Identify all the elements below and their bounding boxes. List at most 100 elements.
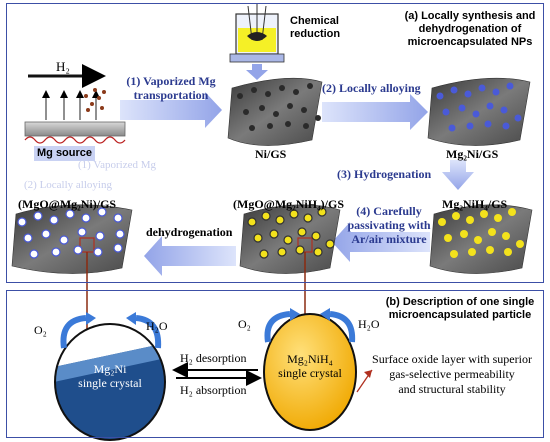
mgo-mg2ni-particle bbox=[23, 233, 33, 243]
mg2ni-gs-label: Mg₂Ni/GS bbox=[446, 147, 499, 161]
mg2nih4-particle bbox=[488, 228, 496, 236]
mg2nih4-particle bbox=[466, 216, 474, 224]
mg2ni-particle bbox=[458, 104, 466, 112]
mg2nih4-particle bbox=[450, 250, 458, 258]
mg-vapor-dot bbox=[102, 90, 106, 94]
mg2nih4-particle bbox=[444, 234, 452, 242]
chemical-reduction-label: Chemical reduction bbox=[290, 15, 341, 40]
mgo-mg2nih4-particle bbox=[325, 239, 335, 249]
mg2nih4-particle bbox=[438, 218, 446, 226]
mg2ni-particle bbox=[492, 88, 500, 96]
mgo-mg2ni-particle bbox=[93, 247, 103, 257]
panel-b-title: (b) Description of one single microencap… bbox=[385, 296, 535, 321]
mg2nih4-crystal-label: Mg₂NiH₄ single crystal bbox=[278, 352, 342, 380]
mgo-mg2nih4-particle bbox=[283, 235, 293, 245]
step4-arrow bbox=[332, 222, 430, 262]
panel-b-frame bbox=[6, 290, 544, 438]
mgo-mg2ni-particle bbox=[29, 249, 39, 259]
step2-label: (2) Locally alloying bbox=[322, 81, 421, 95]
ni-particle bbox=[315, 115, 321, 121]
ni-particle bbox=[287, 103, 293, 109]
ghost-step1-label: (1) Vaporized Mg bbox=[78, 159, 156, 171]
mgo-mg2nih4-particle bbox=[259, 249, 269, 259]
mg2ni-particle bbox=[436, 92, 444, 100]
step4-label: (4) Carefully passivating with Ar/air mi… bbox=[347, 204, 431, 246]
mg2ni-particle bbox=[500, 106, 508, 114]
h2o-right-label: H₂O bbox=[358, 317, 380, 331]
mg2nih4-particle bbox=[516, 240, 524, 248]
ghost-step2-label: (2) Locally alloying bbox=[24, 179, 112, 191]
mgo-mg2nih4-particle bbox=[297, 227, 307, 237]
dehydrogenation-arrow bbox=[144, 236, 236, 276]
panel-a-frame bbox=[6, 3, 544, 283]
mg2nih4-particle bbox=[504, 248, 512, 256]
mg2nih4-particle bbox=[468, 248, 476, 256]
ni-particle bbox=[301, 107, 307, 113]
mg2ni-particle bbox=[486, 102, 494, 110]
mg2ni-particle bbox=[472, 110, 480, 118]
mgo-mg2ni-particle bbox=[81, 213, 91, 223]
mgo-mg2nih4-particle bbox=[313, 247, 323, 257]
mg-vapor-dot bbox=[84, 94, 88, 98]
o2-right-label: O₂ bbox=[238, 317, 251, 331]
mgo-mg2ni-particle bbox=[41, 229, 51, 239]
mg-vapor-dot bbox=[86, 108, 90, 112]
mg2nih4-particle bbox=[480, 210, 488, 218]
mg2nih4-particle bbox=[452, 212, 460, 220]
ni-particle bbox=[259, 105, 265, 111]
mgo-mg2nih4-particle bbox=[261, 211, 271, 221]
mg2nih4-gs-label: Mg₂NiH₄/GS bbox=[442, 197, 508, 211]
mgo-mg2ni-particle bbox=[59, 235, 69, 245]
mg-source-plate bbox=[24, 121, 126, 137]
mgo-mg2ni-particle bbox=[97, 207, 107, 217]
mgo-mg2ni-particle bbox=[113, 243, 123, 253]
o2-curved-arrow bbox=[60, 315, 87, 349]
sheet-mgo-mg2ni-gs bbox=[11, 204, 133, 274]
ni-particle bbox=[279, 85, 285, 91]
mgo-mg2ni-particle bbox=[65, 209, 75, 219]
mg2ni-particle bbox=[450, 86, 458, 94]
mg-source-apparatus bbox=[24, 64, 126, 144]
mg2nih4-particle bbox=[460, 230, 468, 238]
panel-a-title: (a) Locally synthesis and dehydrogenatio… bbox=[404, 10, 536, 48]
mgo-mg2ni-particle bbox=[95, 231, 105, 241]
mg2ni-particle bbox=[442, 108, 450, 116]
step3-arrow bbox=[442, 160, 474, 190]
mg2ni-particle bbox=[478, 84, 486, 92]
o2-left-label: O₂ bbox=[34, 323, 47, 337]
mgo-mg2ni-particle bbox=[73, 245, 83, 255]
mg2ni-particle bbox=[466, 122, 474, 130]
mgo-mg2nih4-particle bbox=[269, 229, 279, 239]
ni-particle bbox=[243, 109, 249, 115]
ni-gs-label: Ni/GS bbox=[255, 147, 287, 161]
mgo-mg2nih4-particle bbox=[295, 245, 305, 255]
ni-particle bbox=[251, 87, 257, 93]
ni-particle bbox=[267, 123, 273, 129]
mgo-mg2ni-particle bbox=[51, 247, 61, 257]
mg2nih4-crystal bbox=[263, 313, 357, 431]
mg-vapor-dot bbox=[97, 96, 101, 100]
mg2ni-particle bbox=[506, 82, 514, 90]
mgo-mg2nih4-particle bbox=[247, 217, 257, 227]
mg-vapor-dot bbox=[93, 88, 97, 92]
dehydrogenation-label: dehydrogenation bbox=[146, 225, 233, 239]
mgo-mg2ni-particle bbox=[113, 213, 123, 223]
h2o-curved-arrow bbox=[329, 311, 356, 343]
mgo-mg2ni-particle bbox=[49, 215, 59, 225]
ni-particle bbox=[285, 121, 291, 127]
mgo-mg2ni-particle bbox=[115, 229, 125, 239]
chemical-reduction-beaker bbox=[229, 4, 285, 80]
mgo-mg2nih4-gs-label: (MgO@Mg₂NiH₄)/GS bbox=[233, 197, 345, 211]
mgo-mg2nih4-particle bbox=[311, 231, 321, 241]
ni-particle bbox=[307, 83, 313, 89]
mg-source-label: Mg source bbox=[34, 146, 96, 161]
mgo-mg2nih4-particle bbox=[289, 209, 299, 219]
down-arrow bbox=[246, 64, 268, 80]
mgo-mg2nih4-particle bbox=[317, 207, 327, 217]
mg-vapor-dot bbox=[100, 106, 104, 110]
h2o-curved-arrow bbox=[135, 315, 162, 349]
step1-label: (1) Vaporized Mg transportation bbox=[126, 74, 216, 102]
mgo-mg2nih4-particle bbox=[303, 213, 313, 223]
ni-particle bbox=[273, 111, 279, 117]
mg2ni-particle bbox=[448, 124, 456, 132]
